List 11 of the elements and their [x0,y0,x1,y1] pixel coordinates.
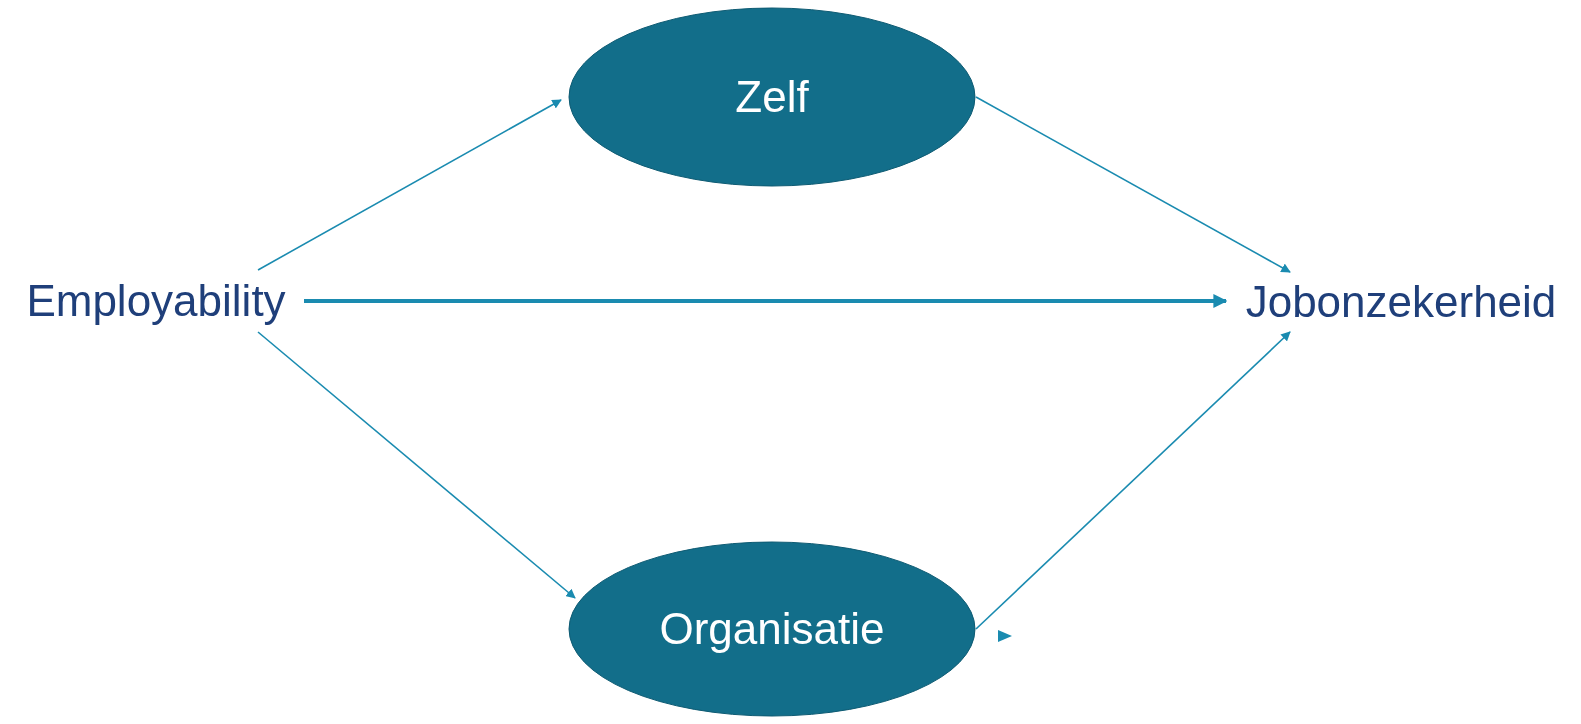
arrow [975,96,1291,273]
node-text: Organisatie [659,604,885,654]
node-text: Zelf [735,72,809,122]
arrow [257,99,562,271]
arrow [257,331,576,599]
arrow [304,294,1228,308]
node-text: Employability [26,276,286,326]
ellipse-node [568,7,976,187]
node-text: Jobonzekerheid [1245,277,1557,327]
arrow [975,331,1291,630]
ellipse-node [568,541,976,717]
